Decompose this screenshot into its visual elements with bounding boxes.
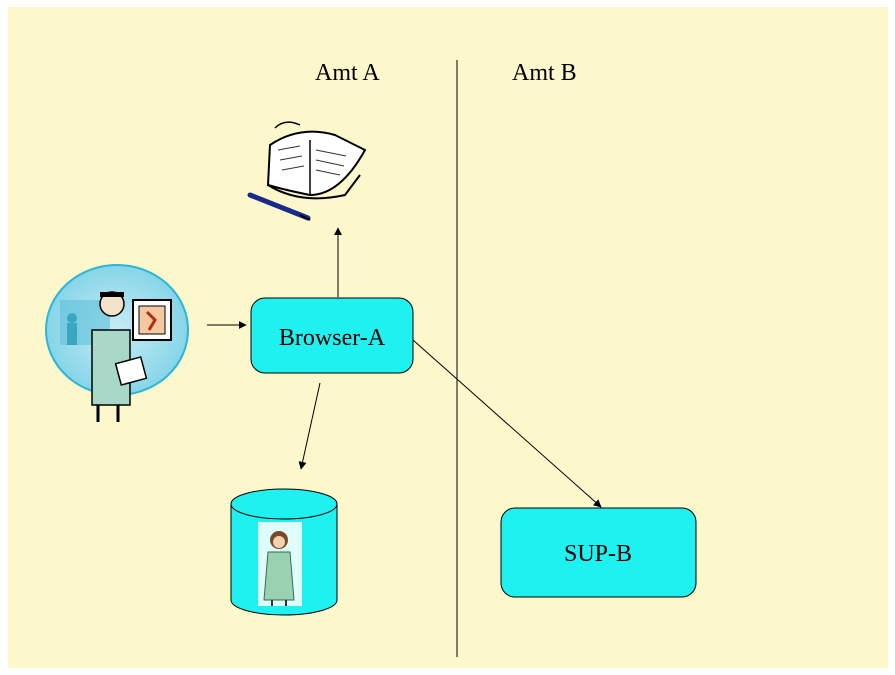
browser-node[interactable]: Browser-A [250, 297, 414, 374]
arrow-browser-to-sup [412, 339, 602, 508]
doctor-with-monitor-clipart-icon [45, 264, 189, 422]
browser-node-box[interactable] [250, 297, 414, 374]
database-cylinder-icon[interactable] [230, 488, 338, 616]
column-heading-amt-b: Amt B [512, 60, 577, 86]
sup-node-box[interactable] [500, 507, 697, 598]
open-book-with-pen-icon [247, 121, 367, 221]
nurse-clipart-icon [258, 522, 302, 606]
column-heading-amt-a: Amt A [315, 60, 380, 86]
arrow-browser-to-database [298, 382, 321, 470]
sup-node[interactable]: SUP-B [500, 507, 697, 598]
browser-node-label: Browser-A [279, 325, 386, 351]
sup-node-label: SUP-B [564, 541, 632, 567]
